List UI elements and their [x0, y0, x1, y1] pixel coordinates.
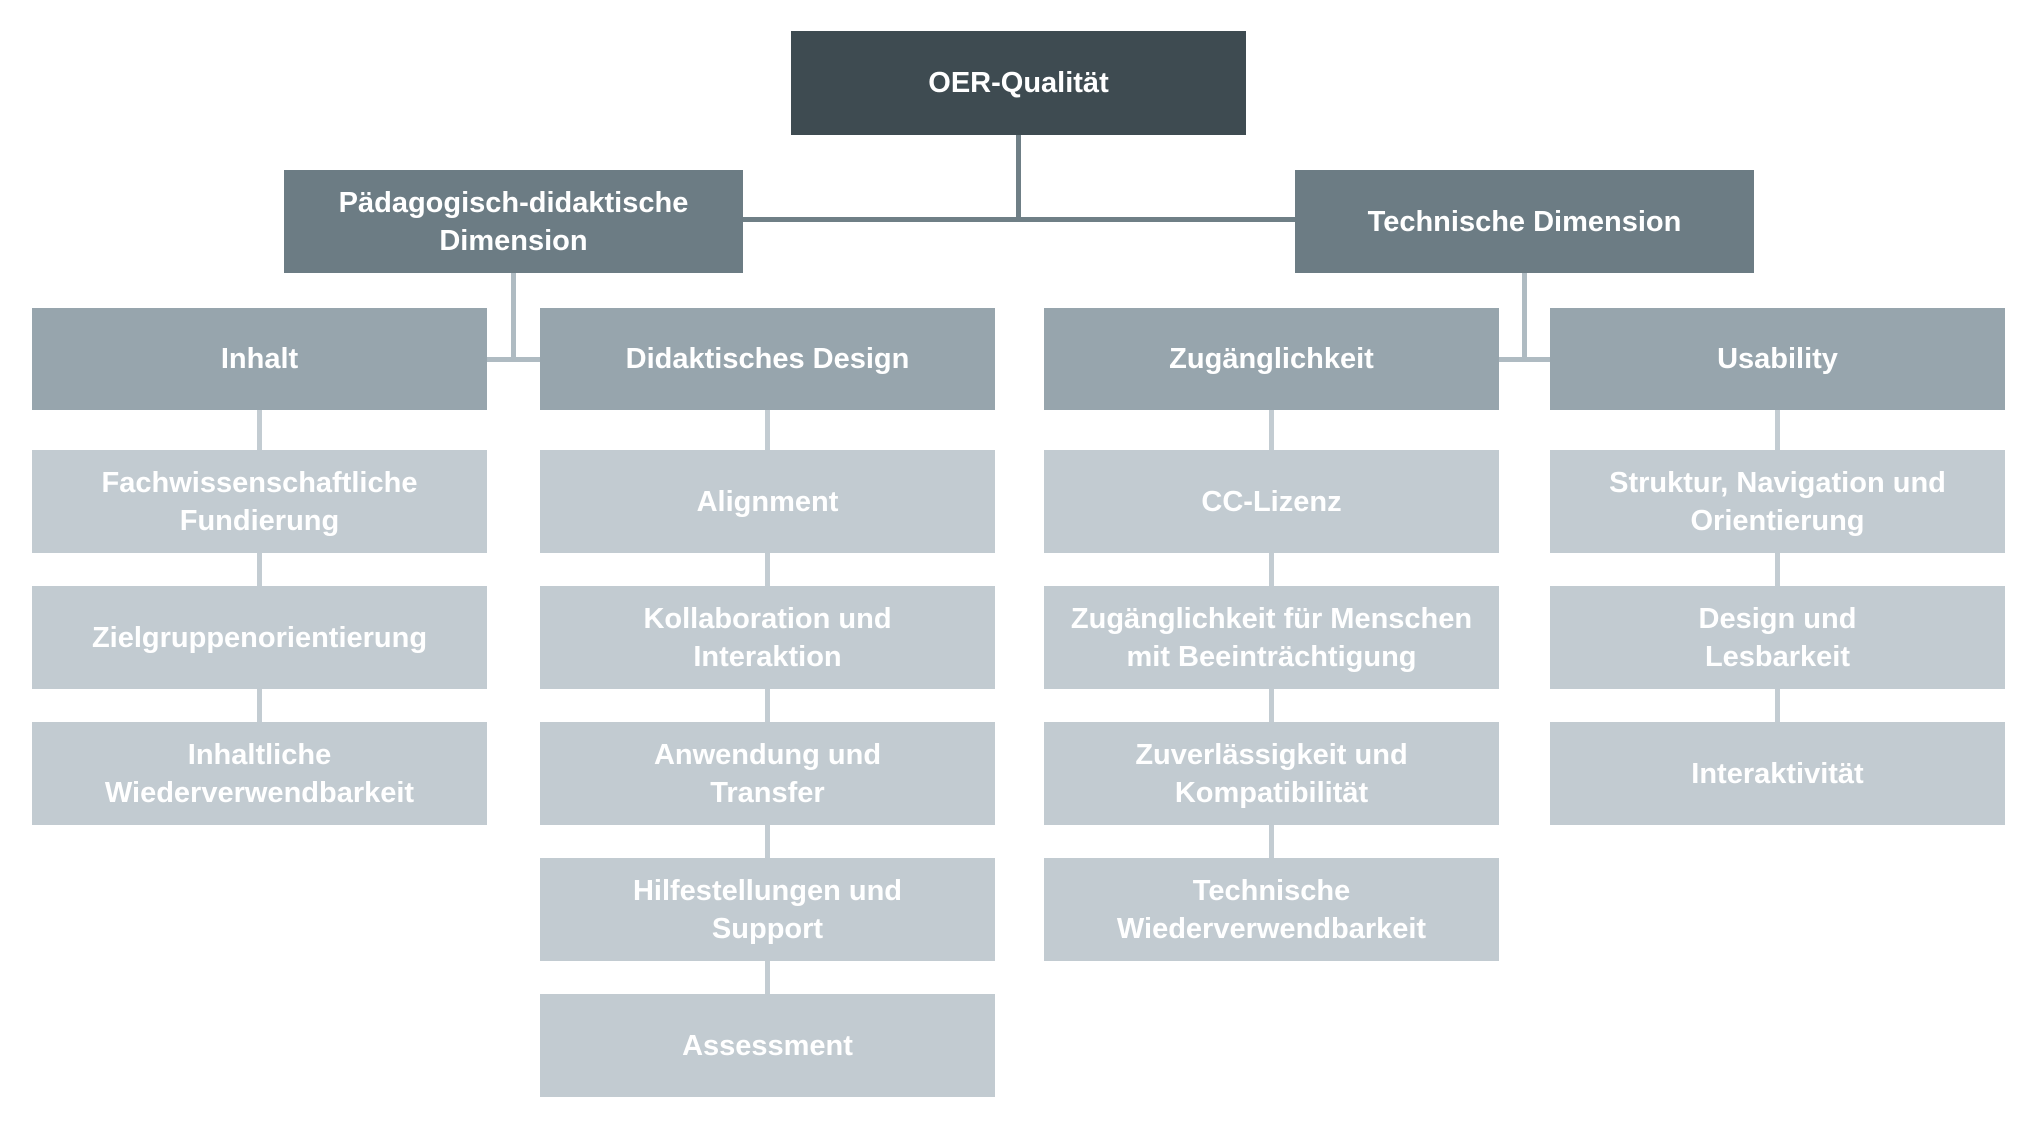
connector-didaktisch-child-4 — [765, 825, 770, 858]
connector-inhalt-child-2 — [257, 553, 262, 586]
connector-inhalt-child-1 — [257, 410, 262, 450]
node-cc-lizenz: CC-Lizenz — [1044, 450, 1499, 553]
connector-root-vertical — [1016, 135, 1021, 222]
node-kollaboration-und-interaktion: Kollaboration und Interaktion — [540, 586, 995, 689]
connector-didaktisch-child-2 — [765, 553, 770, 586]
connector-inhalt-didaktisch-bridge — [487, 357, 540, 362]
connector-inhalt-child-3 — [257, 689, 262, 722]
node-alignment: Alignment — [540, 450, 995, 553]
node-struktur-navigation-orientierung: Struktur, Navigation und Orientierung — [1550, 450, 2005, 553]
connector-zugaenglichkeit-child-3 — [1269, 689, 1274, 722]
node-inhaltliche-wiederverwendbarkeit: Inhaltliche Wiederverwendbarkeit — [32, 722, 487, 825]
node-assessment: Assessment — [540, 994, 995, 1097]
connector-zugaenglichkeit-child-1 — [1269, 410, 1274, 450]
connector-usability-child-3 — [1775, 689, 1780, 722]
connector-didaktisch-child-5 — [765, 961, 770, 994]
node-zugaenglichkeit: Zugänglichkeit — [1044, 308, 1499, 410]
node-oer-qualitaet: OER-Qualität — [791, 31, 1246, 135]
node-technische-dimension: Technische Dimension — [1295, 170, 1754, 273]
connector-usability-child-1 — [1775, 410, 1780, 450]
connector-didaktisch-child-3 — [765, 689, 770, 722]
node-paedagogisch-didaktische-dimension: Pädagogisch-didaktische Dimension — [284, 170, 743, 273]
connector-usability-child-2 — [1775, 553, 1780, 586]
connector-technische-vertical — [1522, 273, 1527, 362]
node-zugaenglichkeit-fuer-menschen: Zugänglichkeit für Menschen mit Beeinträ… — [1044, 586, 1499, 689]
node-usability: Usability — [1550, 308, 2005, 410]
connector-zugaenglichkeit-usability-bridge — [1499, 357, 1550, 362]
node-anwendung-und-transfer: Anwendung und Transfer — [540, 722, 995, 825]
connector-dimensions-horizontal — [743, 217, 1295, 222]
connector-zugaenglichkeit-child-4 — [1269, 825, 1274, 858]
node-zuverlaessigkeit-und-kompatibilitaet: Zuverlässigkeit und Kompatibilität — [1044, 722, 1499, 825]
node-zielgruppenorientierung: Zielgruppenorientierung — [32, 586, 487, 689]
node-technische-wiederverwendbarkeit: Technische Wiederverwendbarkeit — [1044, 858, 1499, 961]
connector-didaktisch-child-1 — [765, 410, 770, 450]
node-interaktivitaet: Interaktivität — [1550, 722, 2005, 825]
node-hilfestellungen-und-support: Hilfestellungen und Support — [540, 858, 995, 961]
node-fachwissenschaftliche-fundierung: Fachwissenschaftliche Fundierung — [32, 450, 487, 553]
connector-paedagogisch-vertical — [511, 273, 516, 362]
node-design-und-lesbarkeit: Design und Lesbarkeit — [1550, 586, 2005, 689]
node-didaktisches-design: Didaktisches Design — [540, 308, 995, 410]
node-inhalt: Inhalt — [32, 308, 487, 410]
connector-zugaenglichkeit-child-2 — [1269, 553, 1274, 586]
